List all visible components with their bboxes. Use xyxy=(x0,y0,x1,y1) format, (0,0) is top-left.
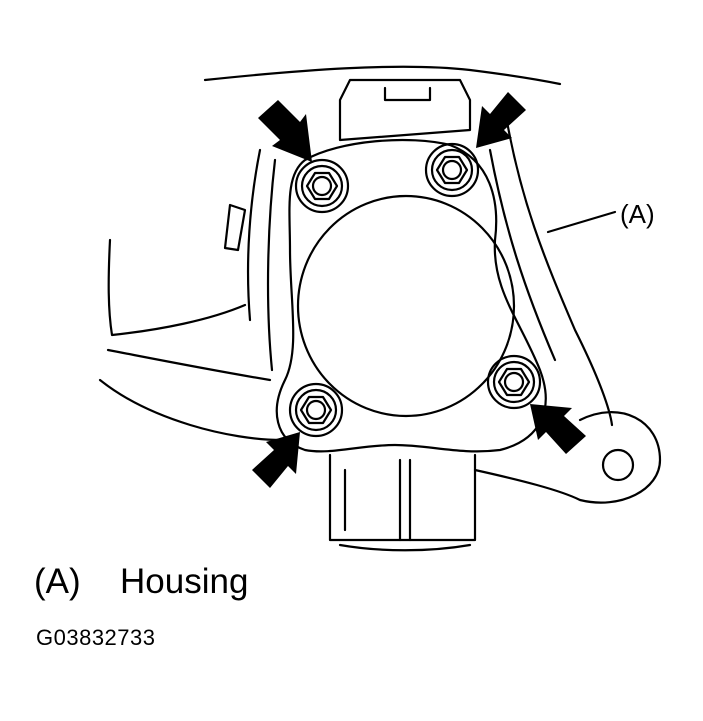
upper-bracket xyxy=(338,78,472,142)
arrow-icon xyxy=(252,432,300,488)
flange-outline xyxy=(275,138,547,453)
legend: (A) Housing xyxy=(34,562,248,602)
lower-stem-outline xyxy=(328,453,477,542)
legend-label: Housing xyxy=(120,562,249,601)
housing-right-outer-edge xyxy=(503,108,614,427)
callout-leader-line xyxy=(546,210,617,234)
arrow-icon xyxy=(258,100,312,162)
housing-left-arm-upper xyxy=(107,238,247,337)
mounting-eye xyxy=(601,448,635,482)
housing-left-side xyxy=(246,148,262,322)
housing-top-edge xyxy=(203,65,562,86)
arrow-icon xyxy=(530,404,586,454)
housing-lower-right-arm xyxy=(473,411,662,504)
callout-label-a: (A) xyxy=(620,199,655,229)
housing-right-inner-edge xyxy=(488,148,557,362)
lower-stem-base xyxy=(338,543,472,552)
arrow-icon xyxy=(476,92,526,148)
center-bore xyxy=(296,194,516,418)
bolt-bottom-right xyxy=(486,354,542,410)
bolt-bottom-left xyxy=(288,382,344,438)
bolt-top-right xyxy=(424,142,480,198)
housing-left-side-inner xyxy=(266,158,277,372)
legend-code: (A) xyxy=(34,562,81,601)
housing-left-arm-lower xyxy=(106,348,272,382)
figure-id: G03832733 xyxy=(36,625,156,650)
housing-left-arm-underside xyxy=(98,378,284,442)
upper-bracket-detail xyxy=(383,86,432,102)
bolt-top-left xyxy=(294,158,350,214)
lower-stem-left-rib xyxy=(343,458,412,542)
housing-left-tab xyxy=(223,203,247,252)
